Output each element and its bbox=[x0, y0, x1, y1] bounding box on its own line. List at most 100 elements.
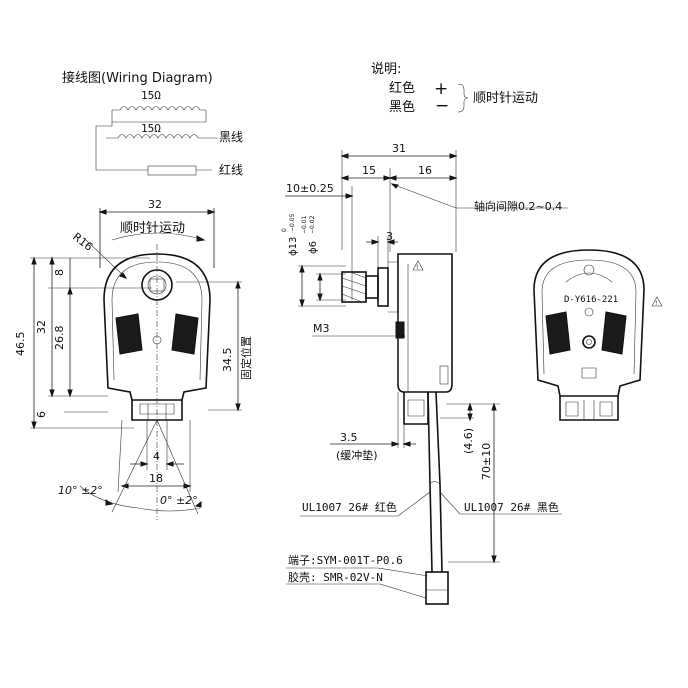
radius-arrow bbox=[119, 272, 128, 279]
side-housing-edge bbox=[388, 261, 399, 384]
back-top-hole bbox=[583, 264, 595, 276]
front-dim-26-8: 26.8 bbox=[53, 326, 66, 351]
front-view: 32 顺时针运动 R16 46.5 32 26.8 8 6 bbox=[14, 198, 253, 520]
side-warning-icon bbox=[412, 260, 424, 271]
front-hdim-arrows bbox=[120, 461, 192, 489]
side-buffer-label: (缓冲垫) bbox=[336, 448, 378, 462]
side-shaft-d6-tol-bot: −0.02 bbox=[309, 215, 316, 234]
side-shaft-d6-tol-top: −0.01 bbox=[301, 215, 308, 234]
back-upper-hole bbox=[584, 307, 594, 317]
side-axial-gap: 轴向间隙0.2~0.4 bbox=[474, 199, 562, 213]
front-dim-6: 6 bbox=[35, 411, 48, 418]
wire-black-label: UL1007 26# 黑色 bbox=[464, 500, 559, 514]
side-shaft-collar bbox=[377, 267, 389, 307]
side-dim-3-5: 3.5 bbox=[340, 431, 358, 444]
side-dim3-arrows bbox=[371, 239, 395, 245]
legend-red-sign: + bbox=[434, 79, 448, 99]
front-angle-left: 10° ±2° bbox=[58, 484, 103, 497]
side-dim-70: 70±10 bbox=[480, 443, 493, 480]
wiring-lines bbox=[95, 110, 218, 171]
coil-top-resistance: 15Ω bbox=[141, 89, 161, 102]
side-terminal-block bbox=[403, 392, 429, 425]
front-dim-34-5: 34.5 bbox=[221, 348, 234, 373]
legend-red: 红色 bbox=[389, 80, 415, 96]
side-wire-arrows bbox=[467, 402, 497, 564]
side-shaft-neck bbox=[365, 275, 379, 299]
side-dim-15: 15 bbox=[362, 164, 376, 177]
front-angle-arrows bbox=[105, 499, 202, 508]
side-buffer-arrows bbox=[391, 441, 411, 447]
wire-red-leader bbox=[300, 491, 431, 517]
back-terminal-detail bbox=[565, 400, 613, 420]
back-center-hole bbox=[582, 335, 596, 349]
side-top-dims bbox=[285, 155, 456, 197]
coil-bottom bbox=[106, 134, 214, 139]
dim-32-arrows bbox=[98, 209, 216, 215]
coil-bottom-resistance: 15Ω bbox=[141, 122, 161, 135]
back-slot-right bbox=[601, 311, 627, 355]
legend-black: 黑色 bbox=[389, 99, 415, 115]
side-shaft-hatch bbox=[341, 271, 367, 303]
radius-label: R16 bbox=[70, 230, 95, 254]
wire-red-label: UL1007 26# 红色 bbox=[302, 500, 397, 514]
back-model-label: D-Y616-221 bbox=[564, 295, 618, 305]
side-buffer-ext bbox=[397, 392, 405, 448]
side-shaft-ext bbox=[298, 265, 346, 307]
front-dim-32v: 32 bbox=[35, 320, 48, 334]
front-terminal-detail bbox=[139, 403, 175, 420]
back-body-outline bbox=[533, 249, 645, 397]
front-fix-label: 固定位置 bbox=[239, 336, 253, 380]
side-clip bbox=[395, 321, 405, 339]
side-dim-4-6: (4.6) bbox=[462, 428, 475, 454]
front-vdim-ext bbox=[30, 257, 152, 429]
legend-black-sign: − bbox=[435, 96, 449, 116]
back-warning-mark: ! bbox=[655, 300, 657, 307]
side-notch bbox=[439, 365, 449, 385]
side-shaft-d13: ϕ13 bbox=[288, 237, 299, 256]
legend-brace bbox=[457, 83, 469, 113]
back-body-inner bbox=[541, 259, 637, 375]
side-connector-housing bbox=[425, 571, 449, 605]
back-view: D-Y616-221 ! bbox=[533, 249, 663, 421]
side-shaft-d6: ϕ6 bbox=[308, 241, 319, 254]
front-fix-dim-arrows bbox=[235, 280, 241, 412]
back-latch bbox=[581, 367, 597, 379]
side-housing bbox=[397, 253, 453, 393]
side-terminal-window bbox=[407, 399, 425, 417]
wire-red bbox=[427, 391, 433, 573]
red-wire-label: 红线 bbox=[219, 162, 243, 177]
back-slot-left bbox=[545, 311, 571, 355]
front-angle-right: 0° ±2° bbox=[160, 494, 198, 507]
back-warning-icon bbox=[651, 296, 663, 307]
housing-leader bbox=[286, 583, 427, 599]
side-wire-dims bbox=[469, 404, 495, 562]
black-wire-label: 黑线 bbox=[219, 130, 243, 144]
back-center-hole-inner bbox=[586, 339, 592, 345]
side-view: 31 15 16 10±0.25 轴向间隙0.2~0.4 ϕ13 0 −0.05… bbox=[281, 142, 568, 605]
front-vdim-arrows bbox=[31, 256, 73, 430]
housing-label: 胶壳: SMR-02V-N bbox=[288, 570, 383, 584]
front-fix-dim-ext bbox=[176, 281, 242, 411]
front-body-outline bbox=[103, 253, 211, 401]
terminal-leader bbox=[286, 567, 429, 577]
front-slot-left bbox=[115, 313, 143, 355]
front-body-inner bbox=[111, 261, 203, 381]
side-m3: M3 bbox=[313, 322, 330, 335]
legend: 说明: 红色 + 黑色 − 顺时针运动 bbox=[371, 62, 538, 116]
side-dim-16: 16 bbox=[418, 164, 432, 177]
coil-top bbox=[112, 106, 206, 111]
side-shaft-arrows bbox=[299, 264, 323, 308]
side-m3-arrow bbox=[397, 333, 406, 339]
side-top-arrows bbox=[340, 153, 458, 199]
front-dim-46-5: 46.5 bbox=[14, 332, 27, 357]
front-dim-8: 8 bbox=[53, 269, 66, 276]
front-vdim-lines bbox=[33, 258, 71, 428]
front-hdim-ext bbox=[117, 419, 191, 493]
front-dim-4: 4 bbox=[153, 450, 160, 463]
legend-title: 说明: bbox=[371, 62, 401, 77]
axial-gap-arrow bbox=[390, 183, 399, 189]
side-dim-3: 3 bbox=[386, 230, 393, 243]
back-arc-top bbox=[565, 272, 613, 283]
